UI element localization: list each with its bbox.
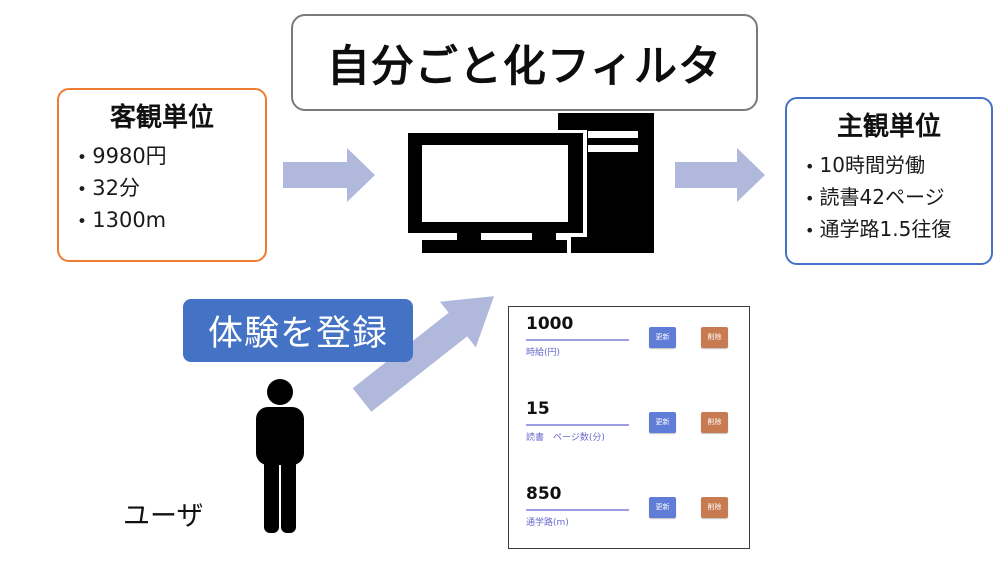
hourly-wage-input[interactable]: 1000: [526, 314, 574, 334]
delete-button[interactable]: 削除: [701, 412, 728, 433]
form-row-reading-pages: 15 読書 ページ数(分) 更新 削除: [526, 399, 736, 459]
list-item: 10時間労働: [805, 150, 991, 182]
filter-title: 自分ごと化フィルタ: [326, 41, 723, 92]
hourly-wage-label: 時給(円): [526, 348, 561, 358]
computer-icon: [405, 113, 654, 255]
subjective-units-box: 主観単位 10時間労働 読書42ページ 通学路1.5往復: [785, 97, 993, 265]
update-button[interactable]: 更新: [649, 327, 676, 348]
subjective-item-2: 読書42ページ: [819, 185, 945, 209]
input-underline: [526, 424, 629, 426]
subjective-item-1: 10時間労働: [819, 153, 925, 177]
objective-units-box: 客観単位 9980円 32分 1300m: [57, 88, 267, 262]
register-experience-label: 体験を登録: [183, 299, 413, 362]
arrow-right-icon-right: [675, 148, 765, 202]
reading-pages-input[interactable]: 15: [526, 399, 550, 419]
user-label: ユーザ: [123, 501, 204, 532]
school-route-label: 通学路(m): [526, 518, 569, 528]
list-item: 9980円: [77, 141, 265, 173]
form-row-school-route: 850 通学路(m) 更新 削除: [526, 484, 736, 544]
subjective-item-3: 通学路1.5往復: [819, 217, 952, 241]
list-item: 32分: [77, 173, 265, 205]
school-route-input[interactable]: 850: [526, 484, 562, 504]
arrow-right-icon-left: [283, 148, 375, 202]
filter-title-box: 自分ごと化フィルタ: [291, 14, 758, 111]
update-button[interactable]: 更新: [649, 497, 676, 518]
reading-pages-label: 読書 ページ数(分): [526, 433, 605, 443]
form-row-hourly-wage: 1000 時給(円) 更新 削除: [526, 314, 736, 374]
list-item: 読書42ページ: [805, 182, 991, 214]
objective-units-list: 9980円 32分 1300m: [77, 141, 265, 237]
objective-item-1: 9980円: [92, 144, 167, 168]
delete-button[interactable]: 削除: [701, 497, 728, 518]
subjective-units-list: 10時間労働 読書42ページ 通学路1.5往復: [805, 150, 991, 246]
objective-item-3: 1300m: [92, 208, 167, 232]
input-underline: [526, 339, 629, 341]
person-icon: [256, 379, 304, 533]
objective-units-title: 客観単位: [109, 103, 214, 133]
register-experience-text: 体験を登録: [207, 314, 388, 354]
list-item: 1300m: [77, 205, 265, 237]
delete-button[interactable]: 削除: [701, 327, 728, 348]
input-underline: [526, 509, 629, 511]
list-item: 通学路1.5往復: [805, 214, 991, 246]
update-button[interactable]: 更新: [649, 412, 676, 433]
experience-form-panel: 1000 時給(円) 更新 削除 15 読書 ページ数(分) 更新 削除 850…: [508, 306, 750, 549]
objective-item-2: 32分: [92, 176, 140, 200]
subjective-units-title: 主観単位: [836, 112, 941, 142]
